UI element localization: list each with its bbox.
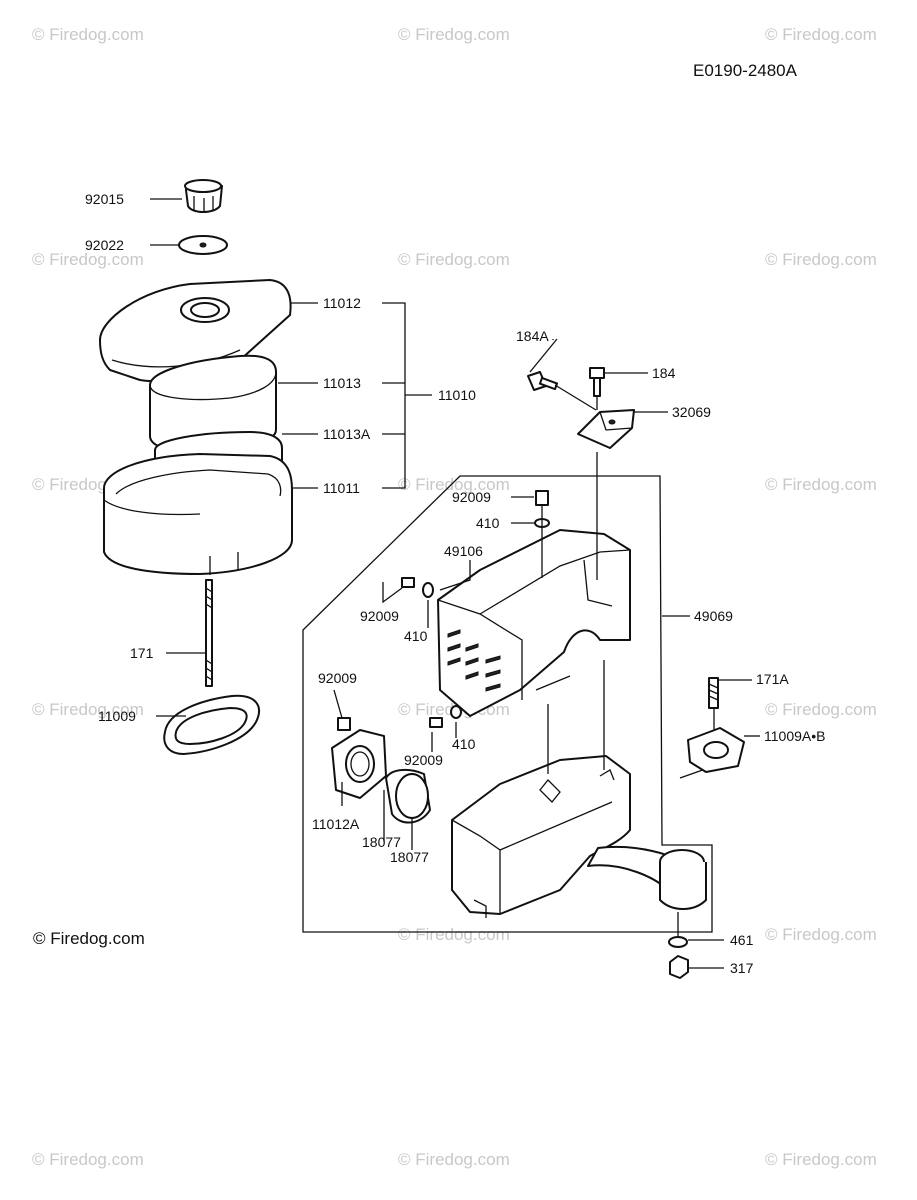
label-171: 171: [130, 645, 154, 661]
part-410-washer-low: [450, 705, 462, 719]
part-92009-screw-mid: [401, 577, 415, 588]
label-11012: 11012: [323, 295, 361, 311]
label-92009-low: 92009: [404, 752, 443, 768]
label-184: 184: [652, 365, 676, 381]
assembly-frame-49069: [302, 475, 713, 933]
label-92015: 92015: [85, 191, 124, 207]
part-184-bolt: [589, 367, 605, 397]
leader-lines-left: [150, 198, 318, 717]
part-exhaust-pipe: [587, 846, 707, 910]
label-11010: 11010: [438, 387, 476, 403]
label-11013: 11013: [323, 375, 361, 391]
label-317: 317: [730, 960, 754, 976]
part-92015-wing-nut: [184, 179, 223, 213]
watermark: © Firedog.com: [32, 1150, 144, 1169]
part-labels: 92015 92022 11012 11013 11010 11013A 110…: [85, 191, 825, 976]
part-49106-muffler-cover: [437, 529, 631, 717]
watermark: © Firedog.com: [398, 925, 510, 944]
watermark: © Firedog.com: [398, 1150, 510, 1169]
watermark: © Firedog.com: [765, 1150, 877, 1169]
watermark: © Firedog.com: [765, 925, 877, 944]
watermark: © Firedog.com: [765, 475, 877, 494]
label-11013a: 11013A: [323, 426, 371, 442]
part-184a-bolt: [527, 371, 559, 391]
label-171a: 171A: [756, 671, 789, 687]
watermark: © Firedog.com: [765, 25, 877, 44]
part-317-nut: [669, 955, 689, 979]
label-11012a: 11012A: [312, 816, 360, 832]
watermark: © Firedog.com: [398, 475, 510, 494]
part-muffler-body: [451, 755, 631, 918]
part-32069-bracket: [577, 409, 635, 449]
watermark: © Firedog.com: [398, 25, 510, 44]
leader-lines-right: [333, 338, 760, 969]
label-92009-top: 92009: [452, 489, 491, 505]
label-49106: 49106: [444, 543, 483, 559]
part-11009-gasket: [163, 694, 260, 755]
watermark: © Firedog.com: [765, 700, 877, 719]
part-18077-screen: [385, 768, 431, 824]
label-18077-b: 18077: [390, 849, 429, 865]
label-11009: 11009: [98, 708, 136, 724]
label-32069: 32069: [672, 404, 711, 420]
part-171-stud: [205, 579, 213, 687]
label-92009-mid: 92009: [360, 608, 399, 624]
label-18077-a: 18077: [362, 834, 401, 850]
label-11009ab: 11009A•B: [764, 728, 825, 744]
watermark: © Firedog.com: [32, 250, 144, 269]
label-11011: 11011: [323, 480, 360, 496]
label-410-low: 410: [452, 736, 476, 752]
diagram-reference: E0190-2480A: [693, 61, 798, 80]
watermark: © Firedog.com: [765, 250, 877, 269]
label-184a: 184A: [516, 328, 549, 344]
part-92009-screw-top: [535, 490, 549, 506]
part-171a-stud: [708, 677, 719, 709]
watermark: © Firedog.com: [398, 250, 510, 269]
watermark: © Firedog.com: [32, 25, 144, 44]
copyright-notice: © Firedog.com: [33, 929, 145, 948]
part-410-washer-mid: [422, 582, 434, 598]
part-92009-screw-low: [429, 717, 443, 728]
part-11009ab-gasket: [687, 727, 745, 773]
bracket-11010: [382, 302, 432, 489]
leader-bracket-bolts: [554, 384, 598, 411]
label-410-top: 410: [476, 515, 500, 531]
label-49069: 49069: [694, 608, 733, 624]
label-461: 461: [730, 932, 754, 948]
part-11011-air-cleaner-base: [103, 453, 293, 575]
part-92022-washer: [178, 235, 228, 255]
part-11012a-plate: [331, 729, 387, 799]
label-92022: 92022: [85, 237, 124, 253]
label-410-mid: 410: [404, 628, 428, 644]
part-92009-screw-left: [337, 717, 351, 731]
part-461-washer: [668, 936, 688, 948]
label-92009-left: 92009: [318, 670, 357, 686]
watermark: © Firedog.com: [32, 700, 144, 719]
